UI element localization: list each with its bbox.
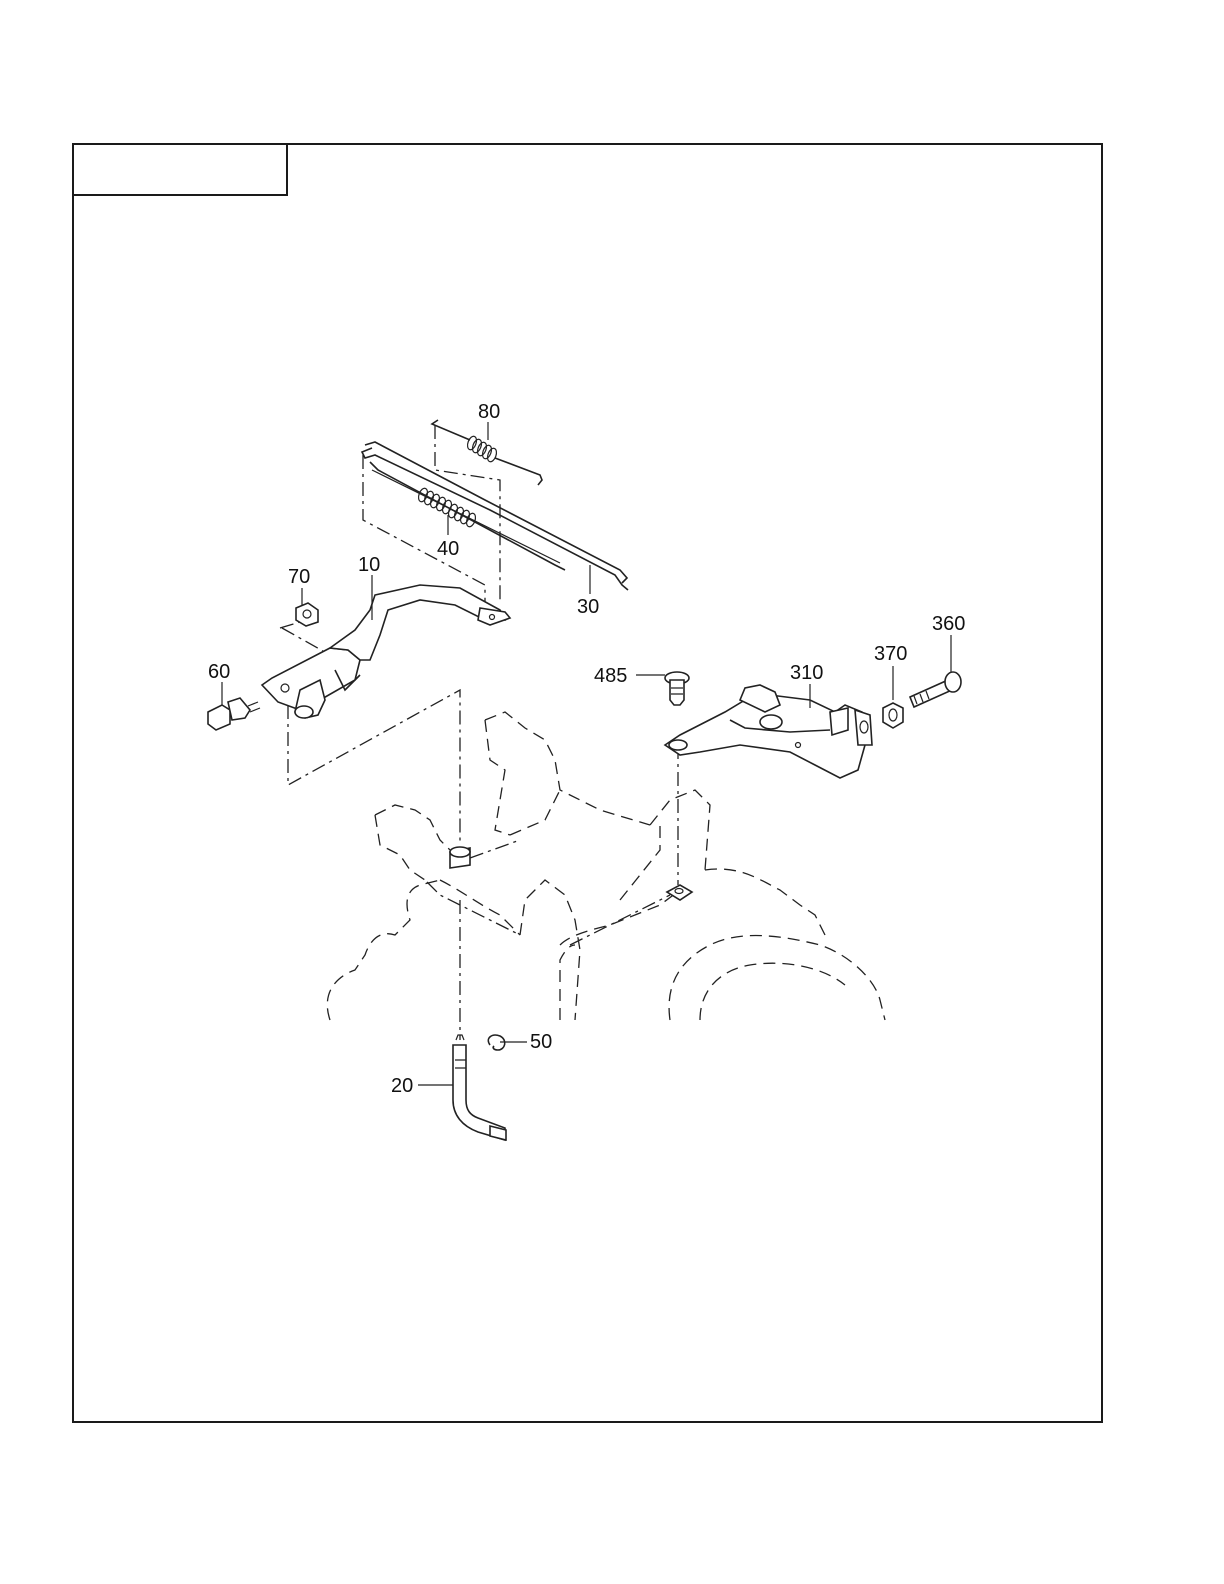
label-part-80: 80 [478, 401, 500, 423]
bolt-part-360 [910, 672, 961, 707]
label-part-485: 485 [594, 665, 627, 687]
label-part-70: 70 [288, 566, 310, 588]
alignment-lines [280, 425, 678, 1040]
label-part-360: 360 [932, 613, 965, 635]
label-part-370: 370 [874, 643, 907, 665]
nut-part-370 [883, 703, 903, 728]
governor-arm-part-10 [262, 585, 510, 718]
label-part-60: 60 [208, 661, 230, 683]
label-part-10: 10 [358, 554, 380, 576]
label-part-30: 30 [577, 596, 599, 618]
label-part-50: 50 [530, 1031, 552, 1053]
flange-bolt-part-485 [665, 672, 689, 705]
label-part-40: 40 [437, 538, 459, 560]
clip-part-70 [296, 603, 318, 626]
control-bracket-part-310 [665, 685, 872, 778]
spring-part-80 [432, 420, 542, 485]
bolt-part-60 [208, 698, 260, 730]
label-part-310: 310 [790, 662, 823, 684]
rod-part-30 [362, 442, 628, 590]
label-part-20: 20 [391, 1075, 413, 1097]
